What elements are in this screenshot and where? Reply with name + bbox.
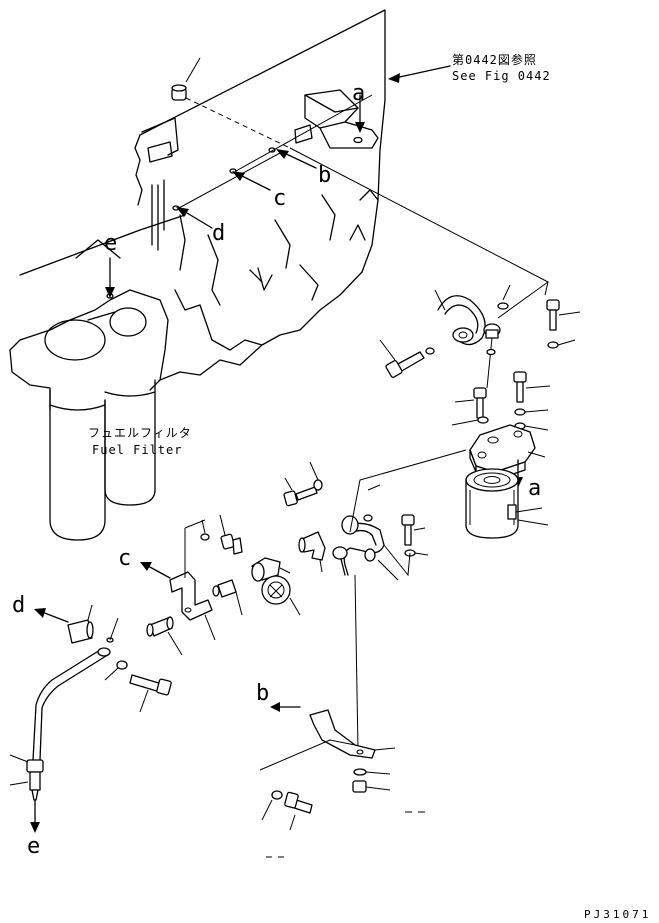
- reference-note-en: See Fig 0442: [452, 69, 551, 83]
- filter-cartridge: [465, 468, 549, 539]
- fuel-filter-en-label: Fuel Filter: [92, 443, 182, 457]
- ref-arrows: [105, 65, 451, 298]
- callout-d-spacer: d: [12, 593, 25, 618]
- callout-e-bottom: e: [27, 834, 40, 859]
- connector-fitting: [146, 616, 183, 656]
- bolt-lower-right: [383, 514, 429, 577]
- head-mount-plate: [294, 89, 379, 149]
- fuel-filter-left: [9, 289, 169, 541]
- assembly-leaders: [289, 147, 549, 319]
- callout-c-bracket: c: [118, 546, 131, 571]
- l-bracket: [169, 519, 216, 641]
- bolt-left-bracket: [200, 514, 243, 555]
- reference-note-jp: 第0442図参照: [452, 52, 537, 67]
- callout-a-top: a: [352, 81, 365, 106]
- callout-b-top: b: [318, 163, 331, 188]
- elbow-fitting: [298, 531, 326, 573]
- callout-b-bracket: b: [256, 681, 269, 706]
- callout-e-top: e: [104, 231, 117, 256]
- tick-marks: [266, 811, 425, 858]
- bolt-eye: [379, 339, 435, 378]
- fuel-filter-jp-label: フュエルフィルタ: [88, 426, 192, 440]
- callout-a-filter: a: [528, 476, 541, 501]
- callout-c-top: c: [273, 186, 286, 211]
- lower-bracket: [259, 709, 396, 771]
- callout-d-top: d: [212, 221, 225, 246]
- hose-pipe: [332, 449, 467, 751]
- top-right-bolt: [546, 299, 581, 331]
- engine-outline: [19, 9, 386, 381]
- bolt-center-left: [283, 461, 323, 507]
- clamp-bolt: [104, 660, 172, 713]
- top-small-parts: [483, 284, 576, 349]
- drawing-code: PJ31071: [584, 908, 651, 921]
- callout-arrows: [34, 562, 301, 712]
- spacer: [67, 604, 94, 644]
- sensor-small: [212, 579, 243, 616]
- lower-washers-nut: [352, 768, 391, 793]
- engine-washers: [172, 94, 373, 211]
- lower-bolt: [261, 790, 313, 831]
- head-bolts: [451, 337, 551, 431]
- fuel-pipe: [9, 617, 119, 833]
- lifting-eye: [434, 289, 486, 346]
- adapter-fitting: [251, 557, 291, 582]
- top-nut: [171, 57, 291, 149]
- pressure-switch: [261, 575, 301, 616]
